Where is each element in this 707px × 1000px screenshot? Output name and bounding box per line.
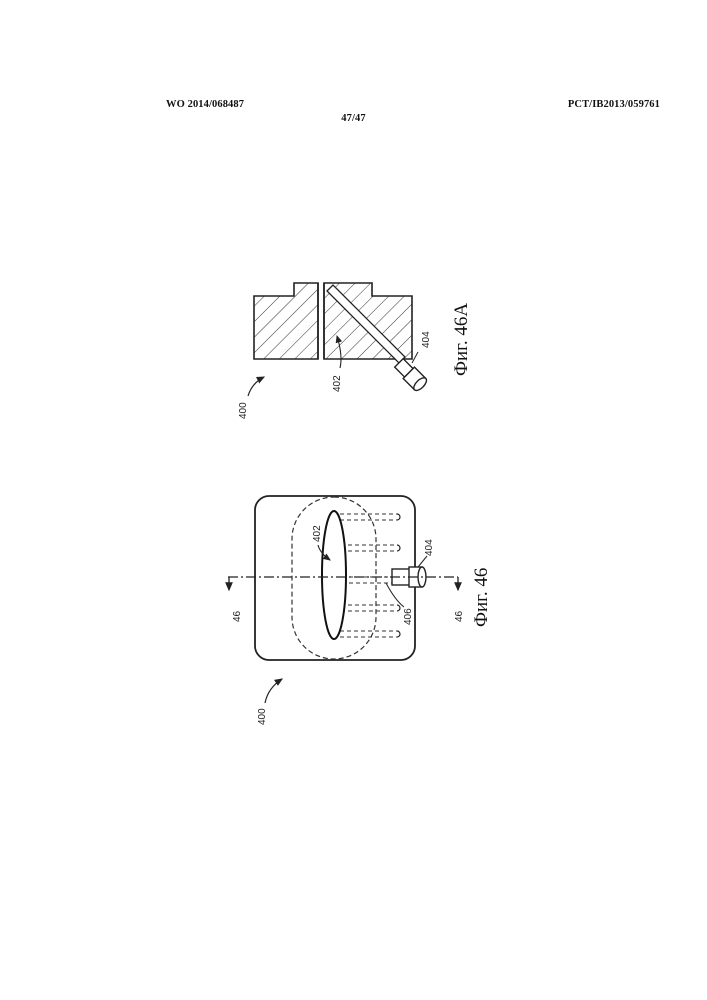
leader-400: [248, 377, 264, 396]
leader-400-top: [265, 679, 282, 703]
label-section-right: 46: [454, 610, 465, 622]
label-406: 406: [403, 608, 414, 625]
figure-46a: 402 404 400 Фиг. 46A: [238, 283, 472, 419]
label-400-top: 400: [257, 708, 268, 725]
label-section-left: 46: [232, 610, 243, 622]
label-402-top: 402: [312, 525, 323, 542]
label-400: 400: [238, 402, 249, 419]
figure-46: 402 404 406 46 46 400 Фиг. 46: [228, 496, 492, 725]
label-404-top: 404: [424, 539, 435, 556]
label-404: 404: [421, 331, 432, 348]
caption-fig-46a: Фиг. 46A: [451, 303, 472, 376]
label-402: 402: [332, 375, 343, 392]
section-body-left: [254, 283, 318, 359]
fitting-404: [393, 357, 428, 392]
slot-402: [322, 511, 346, 639]
caption-fig-46: Фиг. 46: [471, 568, 492, 627]
